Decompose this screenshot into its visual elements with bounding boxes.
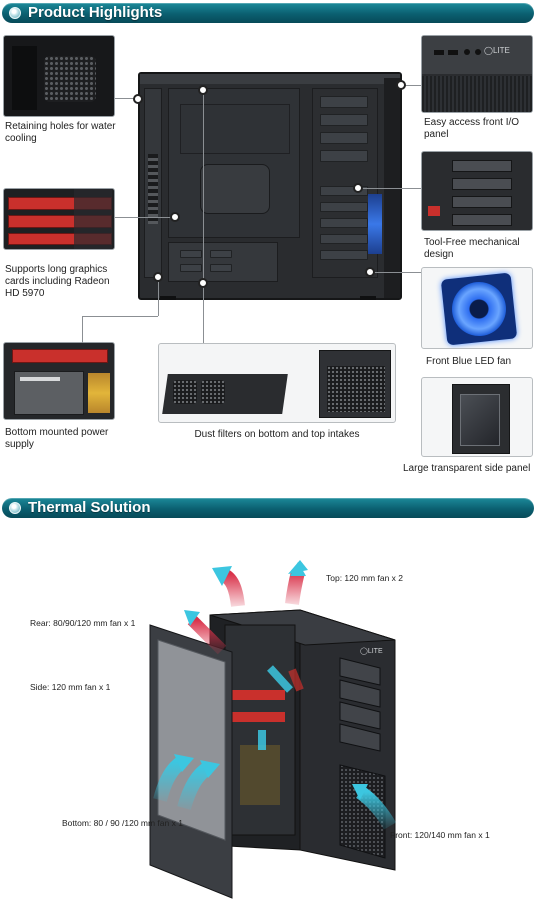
tool-free-label: Tool-Free mechanical design — [424, 237, 520, 260]
blue-fan-thumbnail — [421, 267, 533, 349]
callout-dot — [396, 80, 406, 90]
power-supply-label: Bottom mounted power supply — [5, 427, 109, 450]
connector-line — [358, 188, 421, 189]
graphics-card-label: Supports long graphics cards including R… — [5, 264, 110, 299]
tool-free-thumbnail — [421, 151, 533, 231]
callout-dot — [153, 272, 163, 282]
callout-dot — [198, 85, 208, 95]
dust-filter-label: Dust filters on bottom and top intakes — [194, 429, 360, 440]
svg-text:◯LITE: ◯LITE — [360, 647, 383, 655]
water-cooling-thumbnail — [3, 35, 115, 117]
side-fan-label: Side: 120 mm fan x 1 — [30, 682, 111, 692]
front-io-label: Easy access front I/O panel — [424, 117, 520, 140]
graphics-card-thumbnail — [3, 188, 115, 250]
callout-dot — [365, 267, 375, 277]
connector-line — [203, 90, 204, 343]
connector-line — [115, 217, 173, 218]
top-fan-label: Top: 120 mm fan x 2 — [326, 573, 404, 583]
water-cooling-label: Retaining holes for water cooling — [5, 121, 116, 144]
case-interior-image — [138, 72, 402, 300]
side-panel-label: Large transparent side panel — [403, 463, 531, 474]
power-supply-thumbnail — [3, 342, 115, 420]
callout-dot — [353, 183, 363, 193]
front-io-thumbnail: ◯LITE — [421, 35, 533, 113]
callout-dot — [170, 212, 180, 222]
callout-dot — [133, 94, 143, 104]
connector-line — [158, 282, 159, 316]
connector-line — [115, 98, 139, 99]
thermal-diagram: ◯LITE — [149, 560, 397, 899]
section-title: Thermal Solution — [28, 499, 151, 516]
side-panel-thumbnail — [421, 377, 533, 457]
dust-filter-thumbnail — [158, 343, 396, 423]
bullet-icon — [9, 502, 21, 514]
thermal-solution-header: Thermal Solution — [2, 498, 534, 518]
blue-fan-label: Front Blue LED fan — [426, 356, 512, 367]
bottom-fan-label: Bottom: 80 / 90 /120 mm fan x 1 — [62, 818, 183, 828]
connector-line — [401, 85, 421, 86]
connector-line — [370, 272, 421, 273]
callout-dot — [198, 278, 208, 288]
connector-line — [82, 316, 158, 317]
connector-line — [82, 316, 83, 343]
product-highlights-header: Product Highlights — [2, 3, 534, 23]
section-title: Product Highlights — [28, 4, 163, 21]
rear-fan-label: Rear: 80/90/120 mm fan x 1 — [30, 618, 136, 628]
front-fan-label: Front: 120/140 mm fan x 1 — [390, 830, 490, 840]
bullet-icon — [9, 7, 21, 19]
